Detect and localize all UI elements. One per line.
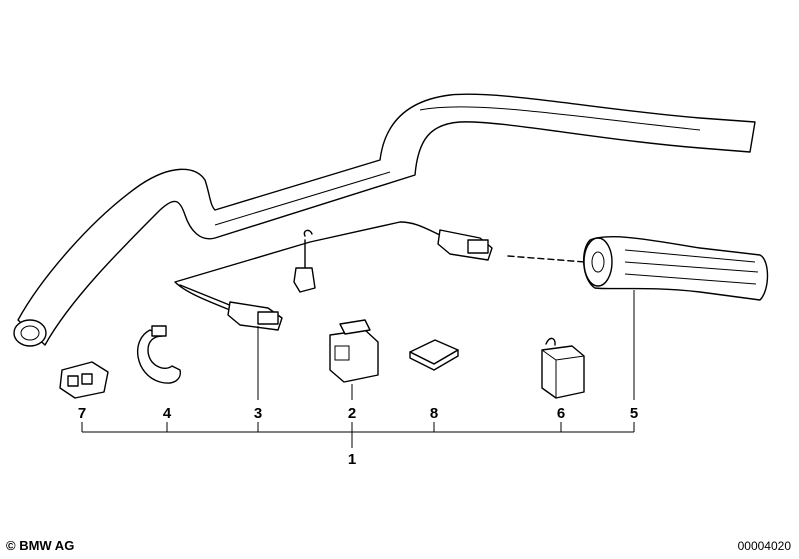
part-4-clamp — [136, 325, 182, 384]
handlebar — [13, 93, 756, 347]
callout-7: 7 — [78, 405, 86, 422]
copyright-label: © BMW AG — [6, 538, 75, 553]
image-number: 00004020 — [737, 539, 791, 553]
cable-harness — [174, 221, 493, 331]
part-2-switch — [329, 319, 379, 383]
callout-2: 2 — [348, 405, 356, 422]
part-8-pad — [409, 339, 459, 371]
part-7-connector — [59, 361, 109, 399]
callout-6: 6 — [557, 405, 565, 422]
part-6-relay — [541, 337, 585, 399]
callout-4: 4 — [163, 405, 172, 422]
callout-1: 1 — [348, 451, 356, 468]
heated-grip — [507, 236, 769, 301]
leader-lines — [81, 290, 635, 448]
callout-5: 5 — [630, 405, 638, 422]
callout-8: 8 — [430, 405, 438, 422]
callout-3: 3 — [254, 405, 262, 422]
